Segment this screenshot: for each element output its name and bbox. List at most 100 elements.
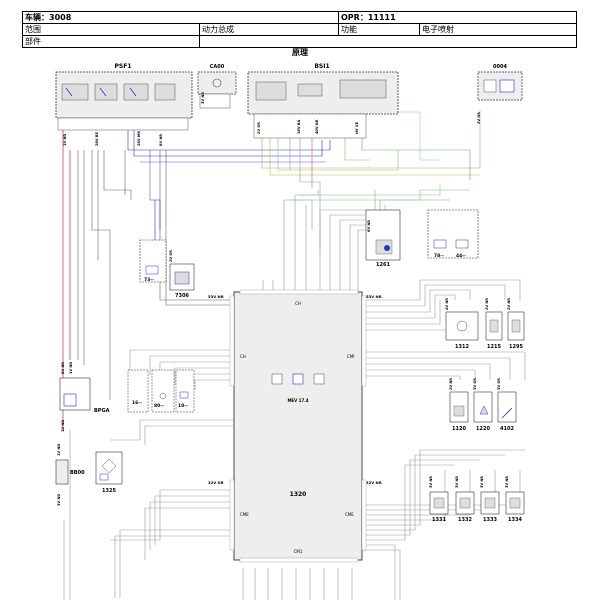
sensor-4102: 4102 3V GR — [497, 378, 517, 432]
ecu-conn-53v-r: 53V NR — [366, 294, 382, 299]
can-bus-blue — [127, 130, 331, 151]
blue-signal-wires — [150, 199, 161, 240]
ecu-label: 1320 — [290, 491, 307, 498]
battery-bb00-conn-b: 3V ND — [57, 494, 61, 506]
psf1-conn-d: 8V NR — [159, 134, 163, 146]
sensor-1312-conn: 4V NR — [445, 298, 449, 310]
sensor-1261-conn: 6V NR — [367, 220, 371, 232]
sensor-1261: 1261 6V NR — [365, 209, 401, 268]
sensor-1215-conn: 2V NR — [485, 298, 489, 310]
module-73-label: 73-- — [144, 277, 154, 283]
sensor-1220-label: 1220 — [476, 426, 490, 432]
bsi1-label: BSI1 — [314, 63, 329, 70]
bsi1-conn-c: 40V NR — [315, 119, 319, 134]
sensor-1220: 1220 3V GR — [473, 378, 493, 432]
injector-1334-label: 1334 — [508, 517, 522, 523]
ca00-module: CA00 3V NR — [197, 64, 237, 109]
sensor-1295-conn: 2V NR — [507, 298, 511, 310]
ecu-pins-top — [239, 289, 359, 295]
sensor-1120: 1120 2V NR — [449, 378, 469, 432]
sensor-1295-label: 1295 — [509, 344, 523, 350]
ecu-cme-left: CME — [240, 512, 249, 517]
ecu-top-wires — [262, 190, 450, 292]
sensor-1261-label: 1261 — [376, 262, 390, 268]
injector-1331-conn: 3V NR — [429, 476, 433, 488]
part-label: 部件 — [22, 35, 200, 48]
ca00-label: CA00 — [210, 64, 225, 70]
ecu-conn-32v-nr: 32V NR — [366, 480, 382, 485]
ecu-pins-sides — [229, 295, 367, 551]
ecu-cm1-bottom: CM1 — [294, 549, 303, 554]
sensor-7306-conn: 2V GR — [169, 250, 173, 262]
bsi1-conn-b: 16V BA — [297, 120, 301, 134]
sensor-1215-label: 1215 — [487, 344, 501, 350]
diagram-title: 原理 — [292, 48, 308, 57]
ecu-ch-left: CH — [240, 354, 246, 359]
sensor-1120-label: 1120 — [452, 426, 466, 432]
injector-1332: 1332 3V NR — [455, 476, 475, 523]
sensor-1220-conn: 3V GR — [473, 378, 477, 390]
sensor-1295: 1295 2V NR — [507, 298, 525, 350]
ecu-cmi-right: CMI — [347, 354, 354, 359]
psf1-conn-c: 28V MR — [137, 131, 141, 146]
sensor-1312: 1312 4V NR — [445, 298, 479, 350]
module-80-label: 80-- — [154, 403, 164, 409]
sensor-1120-conn: 2V NR — [449, 378, 453, 390]
module-10-label: 10-- — [178, 403, 188, 409]
bsi1-module: BSI1 2V GR 16V BA 40V NR NV VE — [247, 63, 399, 139]
bsi1-conn-d: NV VE — [355, 121, 359, 134]
module-78-label: 78-- — [434, 253, 444, 259]
ecu-model: MEV 17.4 — [287, 398, 308, 403]
module-10: 10-- — [175, 369, 195, 413]
bpga-module: BPGA 8V NR 1V ND 1V ND — [59, 362, 110, 432]
bsi1-wires — [261, 110, 481, 250]
sensor-1312-label: 1312 — [455, 344, 469, 350]
module-0004: 0004 2V GR — [477, 64, 523, 124]
ecu-pins-bottom — [239, 557, 359, 563]
green-wires — [290, 185, 470, 201]
battery-bb00-conn-a: 1V ND — [57, 444, 61, 456]
module-0004-label: 0004 — [493, 64, 507, 70]
module-44-label: 44-- — [456, 253, 466, 259]
ecu-right-wires — [362, 279, 526, 541]
sensor-1325-label: 1325 — [102, 488, 116, 494]
ecu-cme-right: CME — [345, 512, 354, 517]
injector-1332-label: 1332 — [458, 517, 472, 523]
psf1-conn-a: 1V ND — [63, 134, 67, 146]
injector-1334-conn: 3V NR — [505, 476, 509, 488]
sensor-4102-conn: 3V GR — [497, 378, 501, 390]
battery-bb00: BB00 1V ND 3V ND — [55, 444, 85, 506]
injector-1333-label: 1333 — [483, 517, 497, 523]
psf1-wires — [77, 150, 240, 400]
psf1-conn-b: 28V BE — [95, 132, 99, 146]
battery-bb00-label: BB00 — [70, 470, 85, 476]
module-78-44: 78-- 44-- — [427, 209, 479, 259]
sensor-7306-label: 7306 — [175, 293, 189, 299]
ecu-1320: MEV 17.4 1320 CH CH CMI CME CME CM1 53V … — [208, 289, 382, 563]
sensor-1215: 1215 2V NR — [485, 298, 503, 350]
part-value — [199, 35, 577, 48]
injector-1331: 1331 3V NR — [429, 476, 449, 523]
ecu-conn-53v: 53V NR — [208, 294, 224, 299]
psf1-module: PSF1 1V ND 28V BE 28V MR 8V NR — [55, 63, 193, 146]
ecu-bottom-wires — [63, 430, 401, 600]
injector-1334: 1334 3V NR — [505, 476, 525, 523]
bpga-label: BPGA — [94, 408, 110, 414]
sensor-1325: 1325 — [95, 451, 123, 494]
bpga-conn-c: 1V ND — [61, 420, 65, 432]
can-bus-blue-2 — [133, 130, 323, 157]
module-16: 16-- — [127, 369, 149, 413]
injector-1333: 1333 3V NR — [480, 476, 500, 523]
sensor-4102-label: 4102 — [500, 426, 514, 432]
ecu-conn-32v-gr: 32V GR — [208, 480, 224, 485]
psf1-label: PSF1 — [115, 63, 132, 70]
bpga-conn-a: 8V NR — [61, 362, 65, 374]
module-0004-conn: 2V GR — [477, 112, 481, 124]
injector-1332-conn: 3V NR — [455, 476, 459, 488]
injector-1333-conn: 3V NR — [480, 476, 484, 488]
module-80: 80-- — [151, 369, 175, 413]
module-16-label: 16-- — [132, 400, 142, 406]
ecu-ch-top: CH — [295, 301, 301, 306]
sensor-7306: 7306 2V GR — [169, 250, 195, 299]
